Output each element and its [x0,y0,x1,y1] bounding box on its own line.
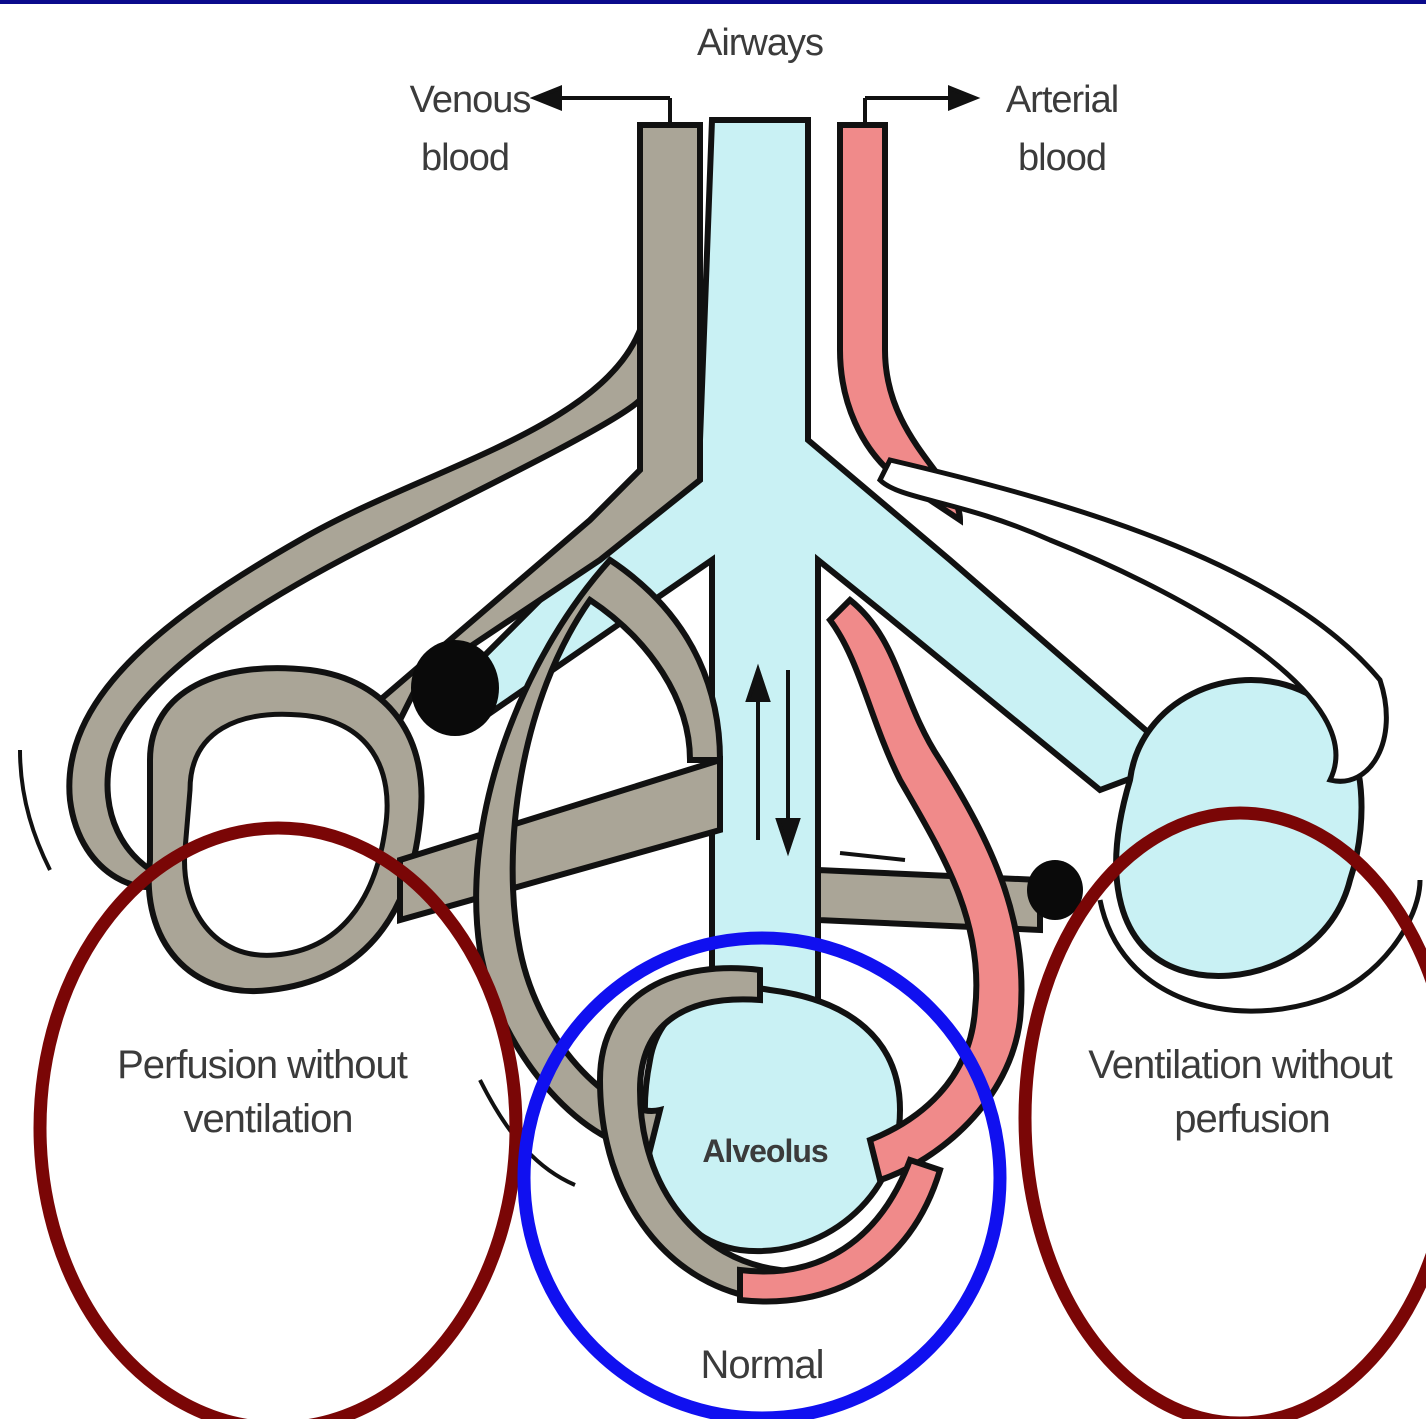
alveolus-label: Alveolus [702,1133,828,1169]
normal-alveolus [645,988,900,1252]
arterial-label-line1: Arterial [1006,79,1118,121]
airways-label: Airways [697,22,823,64]
normal-label: Normal [701,1343,824,1387]
venous-label-line2: blood [421,137,509,179]
venous-label-line1: Venous [410,79,531,121]
perfusion-label-line1: Perfusion without [117,1043,408,1087]
perfusion-label-line2: ventilation [183,1097,352,1141]
capillary-arrow-icon [840,853,905,860]
arterial-arrowhead-icon [950,88,975,108]
venous-arrowhead-icon [535,88,560,108]
left-curve-arrow-icon [20,750,50,870]
arterial-label-line2: blood [1018,137,1106,179]
ventilation-label-line2: perfusion [1174,1097,1330,1141]
left-obstruction-dot-icon [411,640,499,736]
right-alveolus [1116,680,1361,976]
ventilation-label-line1: Ventilation without [1088,1043,1392,1087]
capillary-band-left [400,760,720,920]
